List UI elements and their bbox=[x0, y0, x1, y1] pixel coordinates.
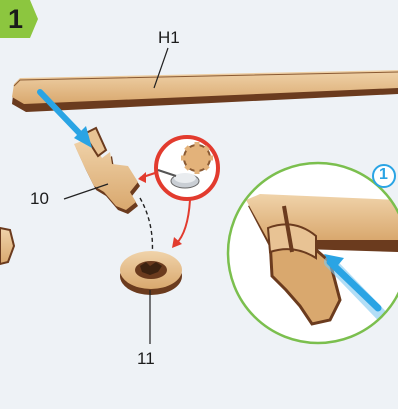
step-number: 1 bbox=[8, 4, 23, 35]
label-h1: H1 bbox=[158, 28, 180, 48]
label-10: 10 bbox=[30, 189, 49, 209]
step-badge: 1 bbox=[0, 0, 38, 38]
part-11-ring bbox=[120, 251, 182, 295]
detail-view bbox=[228, 163, 398, 343]
beam-h1 bbox=[12, 70, 398, 112]
label-11: 11 bbox=[137, 349, 155, 369]
glue-callout bbox=[156, 137, 218, 199]
detail-callout-number: 1 bbox=[379, 166, 388, 184]
partial-part bbox=[0, 228, 14, 264]
